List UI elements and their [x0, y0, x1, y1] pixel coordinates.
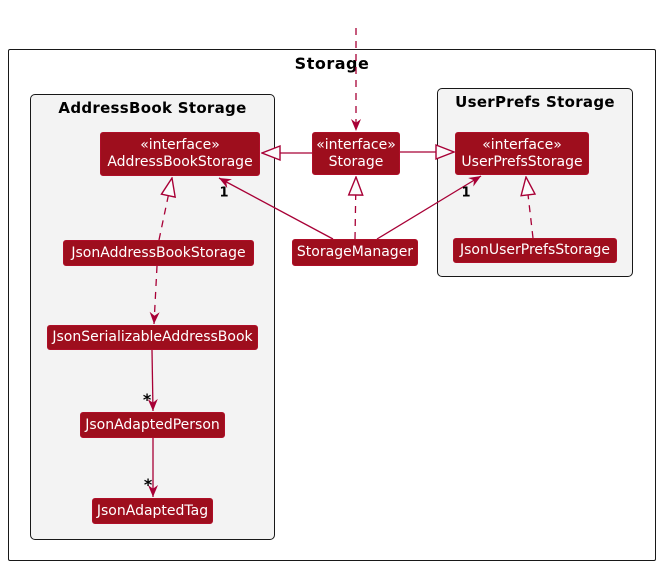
edge-jsonaddressbookstorage-to-jsonserializableaddressbook [149, 265, 160, 325]
edge-jsonuserprefsstorage-implements-userprefsstorage [526, 177, 533, 239]
class-name-label: UserPrefsStorage [461, 153, 583, 170]
multiplicity-storagemanager-userprefsstorage: 1 [461, 185, 471, 201]
class-name-label: JsonAdaptedPerson [85, 416, 220, 433]
frame-title: Storage [294, 54, 370, 73]
class-jsonuserprefsstorage: JsonUserPrefsStorage [453, 238, 617, 263]
class-jsonadaptedperson: JsonAdaptedPerson [80, 412, 225, 438]
package-userprefs-storage-title: UserPrefs Storage [455, 93, 615, 111]
multiplicity-adaptedperson-adaptedtag: * [143, 475, 153, 494]
class-name-label: JsonUserPrefsStorage [459, 242, 611, 258]
class-storagemanager: StorageManager [292, 239, 418, 266]
class-name-label: JsonAdaptedTag [96, 502, 209, 519]
multiplicity-storagemanager-addressbookstorage: 1 [219, 185, 229, 201]
class-jsonaddressbookstorage: JsonAddressBookStorage [63, 240, 254, 266]
class-name-label: Storage [328, 153, 384, 170]
stereotype-label: «interface» [140, 137, 220, 153]
class-userprefsstorage-interface: «interface» UserPrefsStorage [455, 132, 589, 175]
stereotype-label: «interface» [316, 136, 396, 153]
class-addressbookstorage-interface: «interface» AddressBookStorage [100, 132, 260, 176]
class-name-label: StorageManager [296, 244, 414, 260]
edge-storagemanager-to-userprefsstorage [376, 175, 482, 240]
edge-jsonaddressbookstorage-implements-addressbookstorage [158, 178, 172, 241]
class-storage-interface: «interface» Storage [312, 132, 400, 175]
edge-jsonserializableaddressbook-to-jsonadaptedperson [147, 349, 158, 412]
edge-storagemanager-implements-storage [355, 177, 356, 240]
class-name-label: JsonSerializableAddressBook [52, 329, 253, 345]
multiplicity-serializableaddressbook-adaptedperson: * [142, 390, 152, 409]
class-jsonadaptedtag: JsonAdaptedTag [92, 498, 213, 524]
edge-storagemanager-to-addressbookstorage [218, 177, 334, 240]
class-name-label: AddressBookStorage [107, 154, 253, 170]
package-addressbook-storage-title: AddressBook Storage [58, 99, 247, 117]
class-name-label: JsonAddressBookStorage [71, 244, 246, 261]
class-jsonserializableaddressbook: JsonSerializableAddressBook [47, 325, 258, 350]
stereotype-label: «interface» [482, 136, 562, 153]
